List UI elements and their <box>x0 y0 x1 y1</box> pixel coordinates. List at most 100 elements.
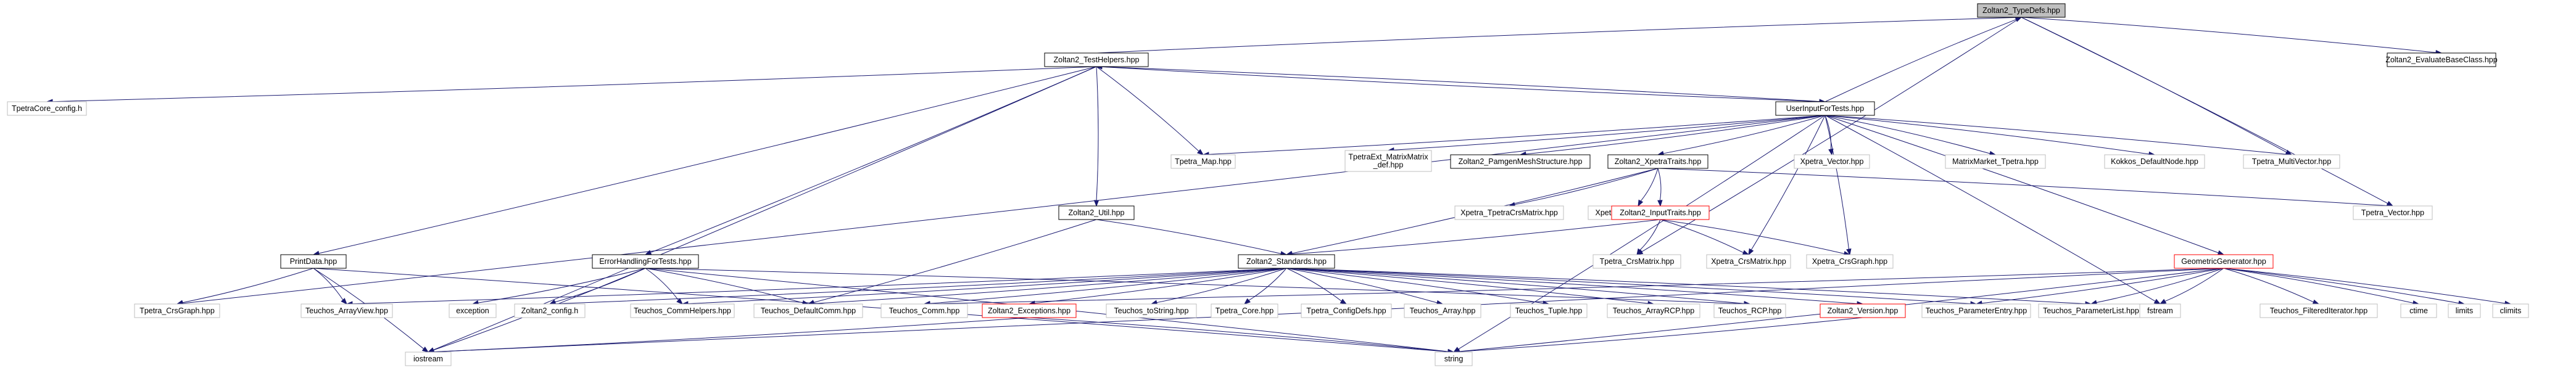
node-box <box>2353 205 2433 220</box>
node-label: iostream <box>413 355 443 363</box>
node-limits[interactable]: limits <box>2448 303 2481 318</box>
node-label: Zoltan2_config.h <box>521 306 578 315</box>
edge-line <box>478 268 646 303</box>
node-teuchosarray[interactable]: Teuchos_Array.hpp <box>1404 303 1481 318</box>
node-label: Zoltan2_PamgenMeshStructure.hpp <box>1459 157 1583 166</box>
node-tostring[interactable]: Teuchos_toString.hpp <box>1106 303 1197 318</box>
node-teuchoscomm[interactable]: Teuchos_Comm.hpp <box>880 303 968 318</box>
edge-arrowhead <box>2159 298 2167 305</box>
edge-inputtraits-to-tpetracrsmatrix <box>1636 219 1661 256</box>
node-label: Teuchos_Tuple.hpp <box>1515 306 1583 315</box>
edge-line <box>1286 268 1649 304</box>
node-util[interactable]: Zoltan2_Util.hpp <box>1058 205 1135 220</box>
node-ctime[interactable]: ctime <box>2400 303 2437 318</box>
node-box <box>7 101 87 116</box>
node-errorhandling[interactable]: ErrorHandlingForTests.hpp <box>592 254 699 269</box>
node-iostream[interactable]: iostream <box>405 352 452 366</box>
node-box <box>1344 150 1432 172</box>
edge-xpetratraits-to-inputtraits <box>1657 168 1663 207</box>
node-exceptions[interactable]: Zoltan2_Exceptions.hpp <box>982 303 1077 318</box>
node-standards[interactable]: Zoltan2_Standards.hpp <box>1238 254 1335 269</box>
edge-line <box>645 268 803 303</box>
node-climits[interactable]: climits <box>2492 303 2529 318</box>
node-inputtraits[interactable]: Zoltan2_InputTraits.hpp <box>1611 205 1710 220</box>
node-label: MatrixMarket_Tpetra.hpp <box>1952 157 2039 166</box>
edge-userinput-to-geomgen <box>1824 115 2225 255</box>
node-label: Zoltan2_InputTraits.hpp <box>1620 208 1701 217</box>
edge-arrowhead <box>1636 248 1642 256</box>
node-version[interactable]: Zoltan2_Version.hpp <box>1820 303 1906 318</box>
edge-userinput-to-pamgen <box>1519 115 1826 157</box>
node-tpetracoreconfig[interactable]: TpetraCore_config.h <box>7 101 87 116</box>
node-defaultcomm[interactable]: Teuchos_DefaultComm.hpp <box>753 303 863 318</box>
node-xpetravector[interactable]: Xpetra_Vector.hpp <box>1794 154 1870 169</box>
node-tpetramap[interactable]: Tpetra_Map.hpp <box>1170 154 1236 169</box>
node-zoltan2config[interactable]: Zoltan2_config.h <box>514 303 586 318</box>
node-teuchosrcp[interactable]: Teuchos_RCP.hpp <box>1713 303 1786 318</box>
edge-line <box>1660 219 1744 253</box>
node-pamgen[interactable]: Zoltan2_PamgenMeshStructure.hpp <box>1450 154 1591 169</box>
node-label: Xpetra_CrsMatrix.hpp <box>1711 257 1786 266</box>
node-configdefs[interactable]: Tpetra_ConfigDefs.hpp <box>1301 303 1392 318</box>
node-fstream[interactable]: fstream <box>2139 303 2181 318</box>
edge-xpetratraits-to-xpetratpetravec <box>1638 168 1659 207</box>
node-string[interactable]: string <box>1435 352 1473 366</box>
node-tpetravector[interactable]: Tpetra_Vector.hpp <box>2353 205 2433 220</box>
node-testhelpers[interactable]: Zoltan2_TestHelpers.hpp <box>1044 52 1149 67</box>
node-matrixmatrix[interactable]: TpetraExt_MatrixMatrix_def.hpp <box>1344 150 1432 172</box>
edge-userinput-to-tpetracrsgraph <box>176 115 1826 306</box>
node-tpetramultivector[interactable]: Tpetra_MultiVector.hpp <box>2243 154 2340 169</box>
node-tpetracore[interactable]: Tpetra_Core.hpp <box>1211 303 1278 318</box>
edge-line <box>1286 268 1544 304</box>
node-tpetracrsgraph[interactable]: Tpetra_CrsGraph.hpp <box>134 303 220 318</box>
node-xpetracrsmatrix[interactable]: Xpetra_CrsMatrix.hpp <box>1706 254 1791 269</box>
edge-xpetratraits-to-tpetravector <box>1657 168 2394 208</box>
node-arrayview[interactable]: Teuchos_ArrayView.hpp <box>300 303 393 318</box>
edge-line <box>645 268 1745 305</box>
node-label: Xpetra_TpetraCrsMatrix.hpp <box>1460 208 1558 217</box>
node-box <box>2139 303 2181 318</box>
edge-geomgen-to-teuchoscomm <box>923 268 2224 306</box>
node-teuchostuple[interactable]: Teuchos_Tuple.hpp <box>1510 303 1588 318</box>
node-label: Tpetra_MultiVector.hpp <box>2252 157 2332 166</box>
edge-line <box>52 66 1097 102</box>
node-userinput[interactable]: UserInputForTests.hpp <box>1775 101 1875 116</box>
node-paramentry[interactable]: Teuchos_ParameterEntry.hpp <box>1921 303 2031 318</box>
node-filterediter[interactable]: Teuchos_FilteredIterator.hpp <box>2259 303 2378 318</box>
node-tpetracrsmatrix[interactable]: Tpetra_CrsMatrix.hpp <box>1592 254 1681 269</box>
node-paramlist[interactable]: Teuchos_ParameterList.hpp <box>2038 303 2144 318</box>
edge-inputtraits-to-xpetracrsgraph <box>1660 219 1851 257</box>
edge-line <box>1824 115 1990 154</box>
edge-line <box>1824 115 2150 155</box>
node-box <box>405 352 452 366</box>
edge-line <box>1096 17 2016 54</box>
edge-line <box>1824 115 2156 302</box>
node-kokkosnode[interactable]: Kokkos_DefaultNode.hpp <box>2104 154 2205 169</box>
node-geomgen[interactable]: GeometricGenerator.hpp <box>2174 254 2274 269</box>
node-label: ErrorHandlingForTests.hpp <box>599 257 691 266</box>
edge-line <box>2021 17 2388 204</box>
edge-userinput-to-xpetracrsgraph <box>1824 115 1852 256</box>
edge-line <box>1824 115 2219 253</box>
node-xpetratraits[interactable]: Zoltan2_XpetraTraits.hpp <box>1607 154 1708 169</box>
node-evalbase[interactable]: Zoltan2_EvaluateBaseClass.hpp <box>2385 52 2498 67</box>
edge-line <box>1663 115 1826 154</box>
edge-testhelpers-to-tpetracoreconfig <box>46 66 1097 104</box>
node-xpetracrsgraph[interactable]: Xpetra_CrsGraph.hpp <box>1806 254 1894 269</box>
node-box <box>1435 352 1473 366</box>
node-arrayrcp[interactable]: Teuchos_ArrayRCP.hpp <box>1607 303 1700 318</box>
node-label: Teuchos_ParameterList.hpp <box>2043 306 2139 315</box>
node-xpetratpetracrs[interactable]: Xpetra_TpetraCrsMatrix.hpp <box>1454 205 1564 220</box>
node-exception[interactable]: exception <box>449 303 497 318</box>
node-label: Zoltan2_Version.hpp <box>1828 306 1899 315</box>
node-matrixmarket[interactable]: MatrixMarket_Tpetra.hpp <box>1945 154 2046 169</box>
node-commhelpers[interactable]: Teuchos_CommHelpers.hpp <box>630 303 735 318</box>
edge-typedefs-to-evalbase <box>2021 17 2443 56</box>
edge-line <box>1657 168 2388 207</box>
edge-arrowhead <box>1846 248 1852 256</box>
node-label: Teuchos_ArrayRCP.hpp <box>1613 306 1695 315</box>
edge-line <box>1525 115 1826 155</box>
edge-line <box>2164 268 2224 302</box>
node-printdata[interactable]: PrintData.hpp <box>280 254 347 269</box>
node-label: Zoltan2_XpetraTraits.hpp <box>1615 157 1702 166</box>
